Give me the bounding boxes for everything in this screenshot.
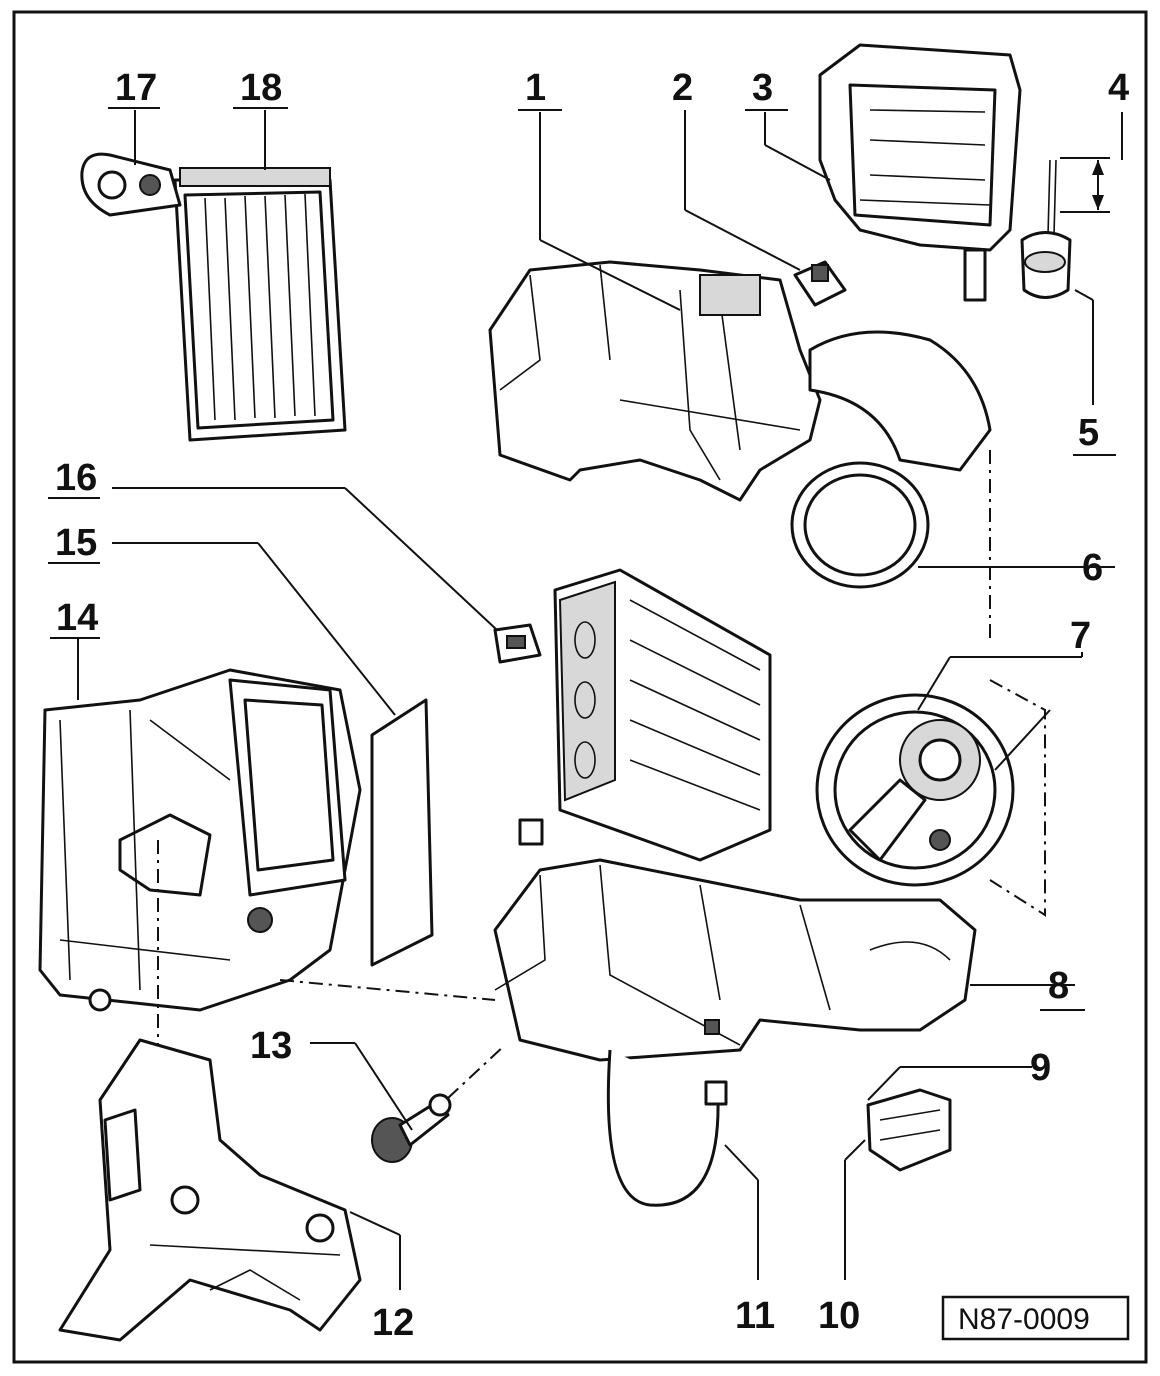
part-1-upper-housing <box>488 260 822 502</box>
part-12-air-duct <box>58 1038 362 1342</box>
part-8-lower-housing <box>493 858 977 1062</box>
part-14-housing-assembly <box>38 668 362 1012</box>
callout-1: 1 <box>525 67 546 109</box>
callout-4: 4 <box>1108 67 1129 109</box>
part-6-blower-ring <box>790 330 992 589</box>
part-3-flap-housing <box>818 43 1022 302</box>
part-16-clip <box>493 623 542 664</box>
callout-11: 11 <box>735 1295 775 1337</box>
callout-18: 18 <box>240 67 282 109</box>
leader-lines <box>77 110 1123 1290</box>
callout-10: 10 <box>818 1295 860 1337</box>
dimension-4 <box>1060 157 1110 213</box>
evaporator-core <box>553 568 772 862</box>
callout-5: 5 <box>1078 412 1099 454</box>
part-5-actuator <box>1020 159 1072 299</box>
callout-13: 13 <box>250 1025 292 1067</box>
assembly-lines <box>157 450 1046 1099</box>
callout-17: 17 <box>115 67 157 109</box>
part-2-sensor <box>793 260 847 307</box>
callout-12: 12 <box>372 1302 414 1344</box>
part-15-filter-pad <box>370 698 434 967</box>
callout-9: 9 <box>1030 1047 1051 1089</box>
diagram-frame <box>12 10 1148 1364</box>
callout-6: 6 <box>1082 547 1103 589</box>
figure-reference: N87-0009 <box>958 1303 1090 1336</box>
callout-8: 8 <box>1048 965 1069 1007</box>
part-10-vent-piece <box>866 1088 952 1172</box>
callout-16: 16 <box>55 457 97 499</box>
callout-2: 2 <box>672 67 693 109</box>
callout-labels: 1 2 3 4 5 6 7 8 9 10 11 12 13 14 15 16 1… <box>48 67 1129 1344</box>
callout-14: 14 <box>56 597 98 639</box>
small-clip <box>518 818 544 846</box>
part-13-drain-valve <box>371 1093 452 1163</box>
figure-reference-box: N87-0009 <box>941 1295 1130 1341</box>
part-18-heater-core <box>173 167 347 442</box>
callout-7: 7 <box>1070 615 1091 657</box>
part-11-wiring-harness <box>606 1049 728 1207</box>
part-17-pipe-connector <box>80 152 182 217</box>
part-7-blower-motor <box>815 693 1015 887</box>
callout-3: 3 <box>752 67 773 109</box>
callout-15: 15 <box>55 522 97 564</box>
